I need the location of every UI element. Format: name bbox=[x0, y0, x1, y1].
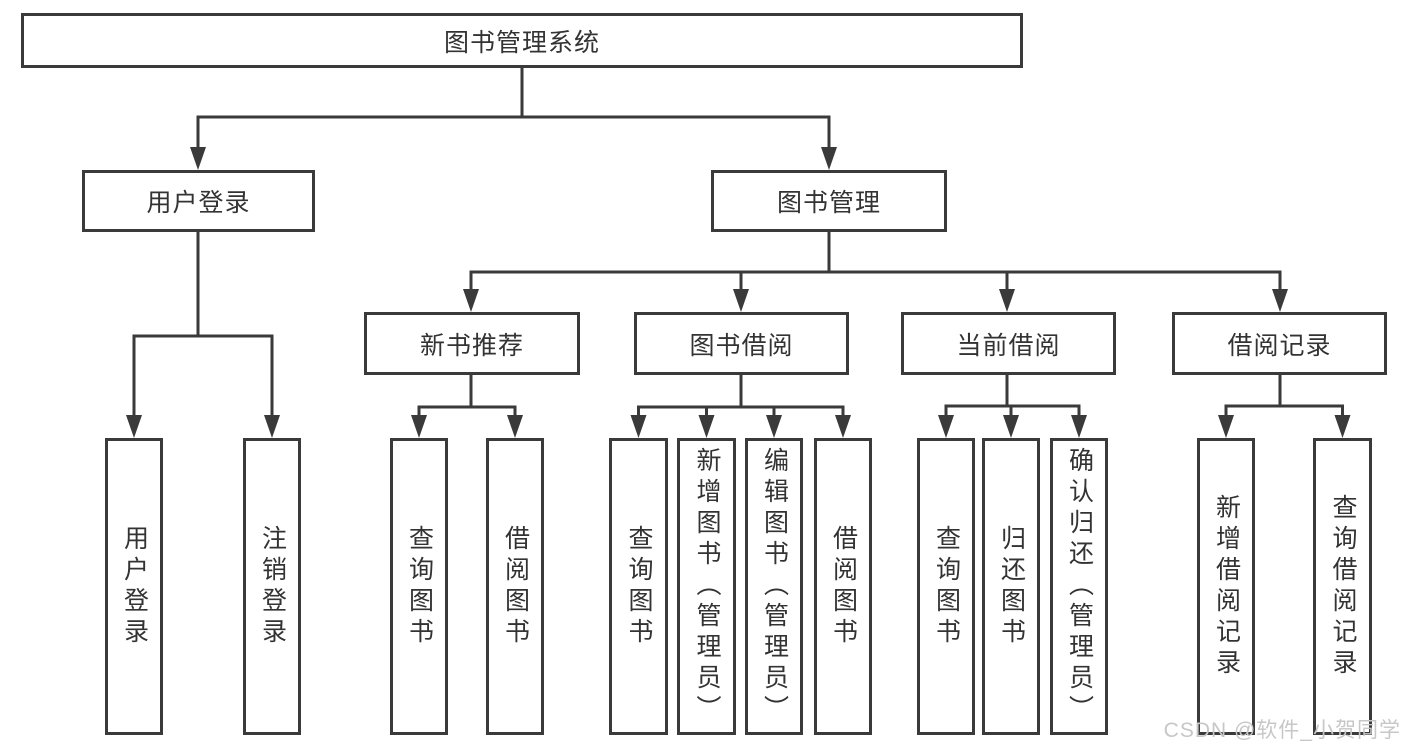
leaf-borrow-books-recommend: 借阅图书 bbox=[486, 438, 544, 735]
node-label: 图书借阅 bbox=[689, 331, 794, 360]
node-label: 新增借阅记录 bbox=[1212, 493, 1241, 680]
leaf-query-books-current: 查询图书 bbox=[917, 438, 975, 735]
node-label: 图书管理系统 bbox=[443, 28, 600, 57]
leaf-borrow-books: 借阅图书 bbox=[814, 438, 872, 735]
leaf-query-borrow-record: 查询借阅记录 bbox=[1313, 438, 1372, 735]
edge-root-to-level2 bbox=[190, 68, 837, 170]
node-label: 查询图书 bbox=[625, 524, 653, 649]
node-user-login: 用户登录 bbox=[82, 170, 315, 232]
arrowhead-icon bbox=[507, 415, 523, 438]
arrowhead-icon bbox=[630, 415, 647, 438]
csdn-watermark: CSDN @软件_小贺同学 bbox=[1163, 719, 1401, 742]
leaf-query-books-borrow: 查询图书 bbox=[609, 438, 668, 735]
arrowhead-icon bbox=[821, 147, 837, 170]
node-new-book-recommend: 新书推荐 bbox=[364, 312, 580, 375]
edge-book-borrow-to-leaves bbox=[630, 375, 851, 438]
leaf-add-book-admin: 新增图书（管理员） bbox=[677, 438, 736, 735]
arrowhead-icon bbox=[766, 415, 782, 438]
leaf-confirm-return-admin: 确认归还（管理员） bbox=[1050, 438, 1108, 735]
arrowhead-icon bbox=[264, 415, 280, 438]
arrowhead-icon bbox=[126, 415, 142, 438]
edge-user-login-to-leaves bbox=[126, 232, 280, 438]
node-label: 图书管理 bbox=[776, 189, 881, 217]
arrowhead-icon bbox=[190, 147, 206, 170]
node-label: 查询借阅记录 bbox=[1329, 493, 1357, 680]
node-book-management-system: 图书管理系统 bbox=[21, 13, 1023, 68]
arrowhead-icon bbox=[463, 289, 479, 312]
node-label: 注销登录 bbox=[258, 524, 287, 649]
leaf-edit-book-admin: 编辑图书（管理员） bbox=[745, 438, 803, 735]
arrowhead-icon bbox=[411, 415, 427, 438]
arrowhead-icon bbox=[835, 415, 851, 438]
node-label: 确认归还（管理员） bbox=[1065, 447, 1094, 726]
node-label: 查询图书 bbox=[405, 524, 434, 649]
node-book-borrow: 图书借阅 bbox=[634, 312, 849, 375]
leaf-add-borrow-record: 新增借阅记录 bbox=[1197, 438, 1255, 735]
arrowhead-icon bbox=[1334, 415, 1351, 438]
leaf-query-books-recommend: 查询图书 bbox=[390, 438, 448, 735]
node-label: 借阅记录 bbox=[1227, 331, 1332, 360]
leaf-return-books: 归还图书 bbox=[982, 438, 1040, 735]
node-label: 查询图书 bbox=[932, 524, 961, 649]
arrowhead-icon bbox=[733, 289, 749, 312]
leaf-user-login: 用户登录 bbox=[105, 438, 163, 735]
arrowhead-icon bbox=[938, 415, 954, 438]
node-label: 用户登录 bbox=[146, 189, 251, 217]
edge-book-management-to-level3 bbox=[463, 232, 1288, 312]
arrowhead-icon bbox=[1218, 415, 1234, 438]
node-label: 新书推荐 bbox=[419, 331, 524, 360]
node-borrow-records: 借阅记录 bbox=[1172, 312, 1387, 375]
arrowhead-icon bbox=[1071, 415, 1087, 438]
node-label: 用户登录 bbox=[120, 524, 149, 649]
leaf-logout: 注销登录 bbox=[243, 438, 301, 735]
node-label: 编辑图书（管理员） bbox=[760, 447, 789, 726]
arrowhead-icon bbox=[1003, 415, 1019, 438]
node-book-management: 图书管理 bbox=[711, 170, 947, 232]
edge-borrow-records-to-leaves bbox=[1218, 375, 1351, 438]
node-label: 新增图书（管理员） bbox=[693, 447, 721, 726]
node-label: 借阅图书 bbox=[829, 524, 858, 649]
edge-new-book-recommend-to-leaves bbox=[411, 375, 523, 438]
arrowhead-icon bbox=[999, 289, 1015, 312]
node-label: 借阅图书 bbox=[501, 524, 530, 649]
arrowhead-icon bbox=[698, 415, 715, 438]
node-label: 当前借阅 bbox=[956, 331, 1061, 360]
node-label: 归还图书 bbox=[997, 524, 1026, 649]
node-current-borrow: 当前借阅 bbox=[901, 312, 1116, 375]
edge-current-borrow-to-leaves bbox=[938, 375, 1087, 438]
arrowhead-icon bbox=[1272, 289, 1288, 312]
